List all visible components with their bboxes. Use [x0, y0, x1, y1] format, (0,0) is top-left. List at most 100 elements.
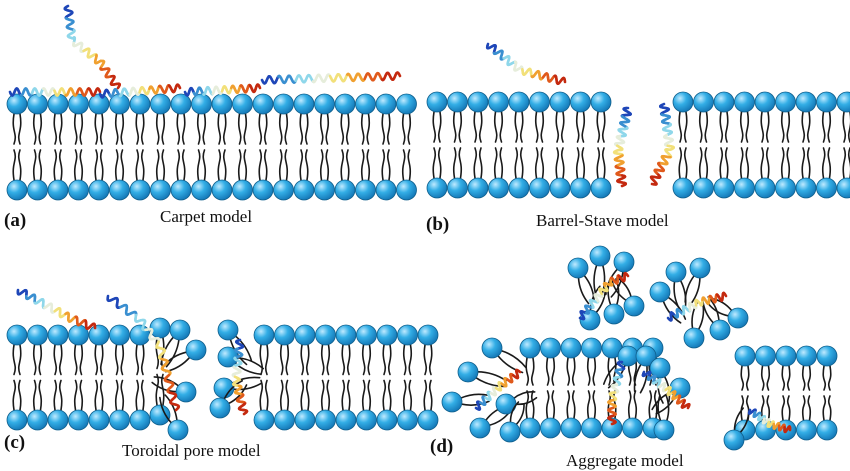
- lipid-tail: [786, 147, 791, 179]
- lipid-tail: [707, 302, 730, 317]
- lipid-tail: [53, 149, 58, 181]
- lipid-tail: [222, 113, 227, 145]
- lipid-tail: [684, 274, 696, 303]
- lipid-head: [441, 391, 463, 413]
- lipid-tail: [745, 365, 750, 391]
- lipid-head: [581, 337, 602, 359]
- lipid-tail: [99, 344, 104, 376]
- lipid-tail: [304, 113, 309, 145]
- lipid-head: [754, 177, 776, 199]
- lipid-head: [68, 179, 89, 201]
- lipid-head: [6, 324, 28, 346]
- lipid-tail: [114, 379, 119, 411]
- lipid-tail: [473, 147, 478, 179]
- lipid-head: [727, 307, 749, 329]
- lipid-tail: [278, 149, 283, 181]
- panel-a-letter: (a): [4, 210, 26, 231]
- lipid-tail: [232, 382, 262, 391]
- lipid-tail: [765, 111, 770, 143]
- lipid-head: [47, 409, 69, 431]
- lipid-head: [6, 179, 28, 201]
- lipid-head: [27, 93, 48, 115]
- lipid-tail: [382, 344, 387, 376]
- lipid-head: [589, 245, 611, 267]
- lipid-head: [335, 409, 357, 431]
- lipid-tail: [745, 111, 750, 143]
- lipid-head: [417, 409, 439, 431]
- lipid-tail: [458, 147, 463, 179]
- lipid-head: [209, 397, 231, 419]
- lipid-head: [560, 337, 582, 359]
- lipid-tail: [704, 147, 709, 179]
- lipid-tail: [135, 344, 140, 376]
- lipid-tail: [428, 344, 433, 376]
- lipid-tail: [500, 349, 527, 369]
- lipid-tail: [698, 111, 703, 143]
- lipid-tail: [509, 401, 520, 424]
- lipid-head: [185, 339, 207, 361]
- lipid-tail: [821, 147, 826, 179]
- lipid-tail: [387, 344, 392, 376]
- lipid-head: [169, 319, 191, 341]
- lipid-tail: [305, 379, 310, 411]
- lipid-tail: [94, 113, 99, 145]
- lipid-tail: [360, 113, 365, 145]
- lipid-head: [755, 345, 776, 367]
- lipid-tail: [493, 111, 498, 143]
- lipid-tail: [38, 379, 43, 411]
- lipid-tail: [402, 379, 407, 411]
- lipid-tail: [408, 344, 413, 376]
- lipid-tail: [460, 400, 490, 406]
- lipid-tail: [678, 111, 683, 143]
- lipid-tail: [571, 357, 576, 386]
- lipid-tail: [326, 379, 331, 411]
- peptide-helix: [612, 106, 632, 188]
- lipid-head: [294, 324, 316, 346]
- lipid-head: [191, 179, 212, 201]
- lipid-tail: [140, 113, 145, 145]
- lipid-head: [590, 91, 612, 113]
- lipid-head: [68, 93, 89, 115]
- lipid-tail: [560, 147, 565, 179]
- panel-b-letter: (b): [426, 214, 449, 235]
- lipid-tail: [99, 149, 104, 181]
- lipid-head: [88, 179, 110, 201]
- lipid-tail: [202, 113, 207, 145]
- panel-d-aggregate-model: [441, 245, 838, 451]
- lipid-head: [796, 345, 817, 367]
- lipid-head: [88, 409, 110, 431]
- lipid-head: [447, 177, 468, 199]
- lipid-tail: [17, 379, 22, 411]
- lipid-tail: [135, 379, 140, 411]
- lipid-tail: [346, 379, 351, 411]
- lipid-tail: [243, 113, 248, 145]
- peptide-helix: [578, 271, 630, 321]
- lipid-tail: [38, 113, 43, 145]
- lipid-tail: [596, 147, 601, 179]
- panel-d-letter: (d): [430, 436, 453, 457]
- lipid-head: [211, 179, 233, 201]
- lipid-head: [167, 419, 189, 441]
- lipid-head: [795, 91, 817, 113]
- lipid-tail: [181, 113, 186, 145]
- lipid-tail: [160, 373, 165, 406]
- lipid-tail: [534, 111, 539, 143]
- lipid-tail: [719, 147, 724, 179]
- lipid-tail: [592, 390, 597, 419]
- lipid-head: [488, 91, 509, 113]
- lipid-tail: [361, 344, 366, 376]
- lipid-tail: [94, 379, 99, 411]
- lipid-tail: [423, 344, 428, 376]
- lipid-head: [649, 357, 671, 379]
- panel-d-title: Aggregate model: [566, 451, 684, 470]
- peptide-helix: [98, 83, 182, 99]
- lipid-tail: [73, 344, 78, 376]
- lipid-head: [665, 261, 687, 283]
- lipid-tail: [386, 113, 391, 145]
- lipid-tail: [258, 113, 263, 145]
- lipid-tail: [514, 111, 519, 143]
- lipid-head: [519, 337, 541, 359]
- lipid-tail: [806, 111, 811, 143]
- lipid-tail: [161, 149, 166, 181]
- lipid-head: [6, 93, 28, 115]
